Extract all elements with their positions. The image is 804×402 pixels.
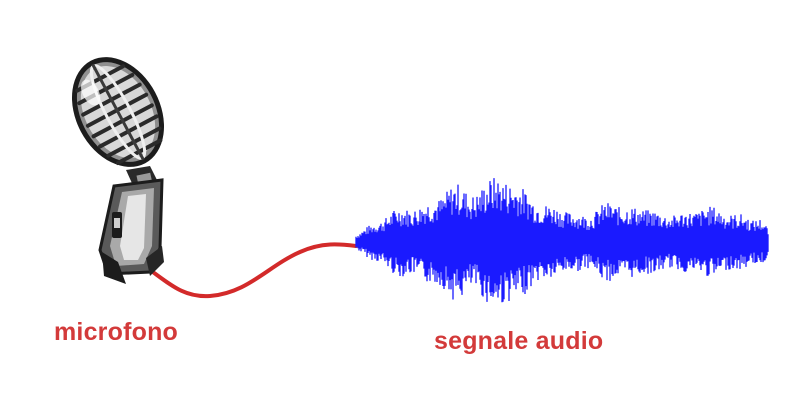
audio-signal-label: segnale audio (434, 327, 604, 355)
audio-cable (141, 242, 358, 299)
vintage-microphone-icon (71, 57, 165, 284)
audio-waveform (355, 178, 769, 303)
microphone-label: microfono (54, 318, 179, 346)
